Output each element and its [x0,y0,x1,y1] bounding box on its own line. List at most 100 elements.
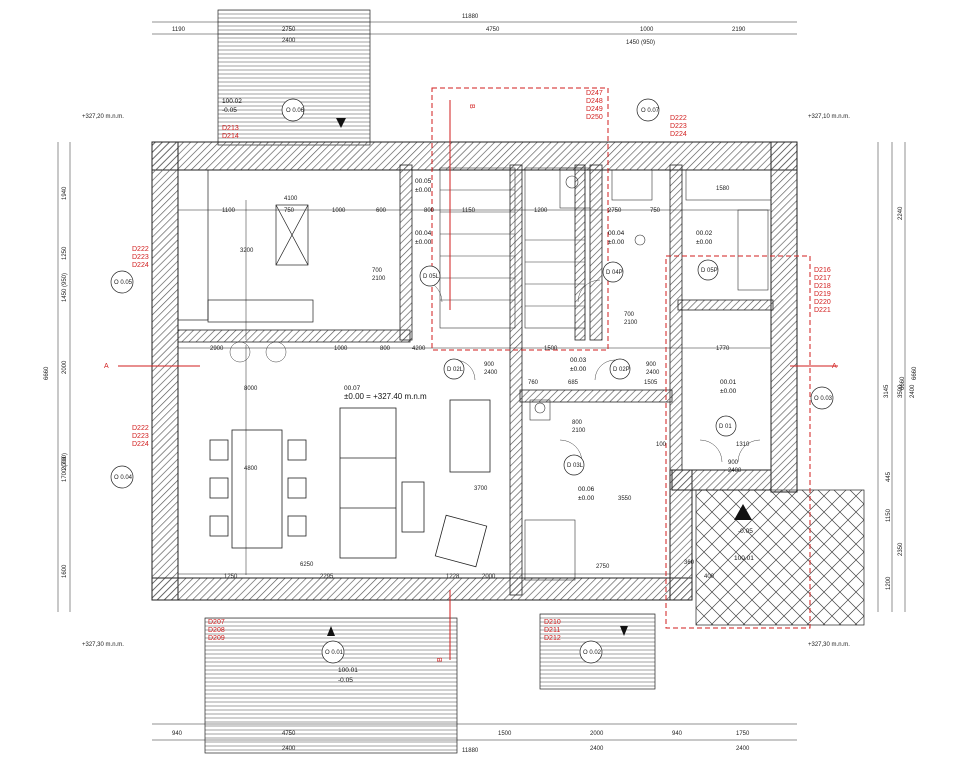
bottom-chain-dim: 2000 [590,731,604,737]
inner-dim: 100 [656,442,667,448]
bottom-chain-dim: 4750 [282,731,296,737]
inner-dim: 3550 [618,496,632,502]
stair [439,167,586,329]
bottom-sub-dim: 2400 [590,746,604,752]
inner-dim: 2900 [210,346,224,352]
inner-dim: 2000 [482,574,496,580]
right-chain-dim: 445 [886,471,892,482]
door-group-top-mid: D248 [586,98,603,105]
door-group-bottom-mid: D210 [544,619,561,626]
outside-entry-code: 100.01 [734,555,754,562]
door-swings [229,279,761,463]
outside-bottom-level: -0.05 [338,677,353,684]
top-chain-dim: 1190 [172,27,186,33]
opening-tag-label: O 0.03 [814,396,833,402]
room-level: ±0.00 [570,366,587,373]
bottom-sub-dim: 2400 [736,746,750,752]
door-group-left-lower: D222 [132,425,149,432]
level-bottom-right: +327,30 m.n.m. [808,642,850,648]
inner-dim: 1250 [224,574,238,580]
section-markers [118,87,838,660]
bottom-chain-dim: 1750 [736,731,750,737]
top-stair-dim: 2400 [282,38,296,44]
door-group-top-right: D222 [670,115,687,122]
right-chain-dim: 1150 [886,508,892,522]
inner-dim: 1310 [736,442,750,448]
door-tag-label: D 03L [567,463,584,469]
door-height: 2100 [572,428,586,434]
inner-dim: 3700 [474,486,488,492]
left-chain-dim: 1450 (950) [62,273,68,302]
inner-dim: 1580 [716,186,730,192]
top-chain-dim: 4750 [486,27,500,33]
inner-dim: 1500 [544,346,558,352]
door-tags [419,259,737,476]
outside-top-code: 100.02 [222,98,242,105]
right-chain-dim: 2400 [910,384,916,398]
door-group-left-upper: D223 [132,254,149,261]
outside-entry-level: -0.05 [738,528,753,535]
door-group-bottom-left: D208 [208,627,225,634]
inner-dim: 360 [684,560,695,566]
left-chain-dim: 2000 [62,456,68,470]
bottom-sub-dim: 2400 [282,746,296,752]
door-width: 800 [572,420,583,426]
inner-dim: 2750 [596,564,610,570]
top-chain-dim: 2750 [282,27,296,33]
door-group-left-upper: D224 [132,262,149,269]
inner-dim: 1100 [222,208,236,214]
door-width: 900 [484,362,495,368]
level-bottom-left: +327,30 m.n.m. [82,642,124,648]
overall-dim-bottom: 11880 [462,748,479,754]
left-chain-dim: 1940 [62,186,68,200]
outside-bottom-code: 100.01 [338,667,358,674]
door-group-right: D220 [814,299,831,306]
door-width: 900 [728,460,739,466]
dining-table [209,429,307,549]
door-tag-label: D 02P [613,367,630,373]
dimension-lines [57,21,906,741]
door-group-top-right: D223 [670,123,687,130]
door-group-right: D218 [814,283,831,290]
door-tag-label: D 04P [606,270,623,276]
inner-dim: 1505 [644,380,658,386]
door-group-top-mid: D250 [586,114,603,121]
exterior-walls [151,141,798,601]
inner-dim: 8000 [244,386,258,392]
inner-dim: 600 [376,208,387,214]
room-level: ±0.00 [578,495,595,502]
door-height: 2400 [484,370,498,376]
door-group-left-upper: D222 [132,246,149,253]
inner-dim: 6250 [300,562,314,568]
overall-dim-top: 11880 [462,14,479,20]
bottom-chain-dim: 940 [172,731,183,737]
inner-dim: 800 [380,346,391,352]
inner-dim: 4100 [284,196,298,202]
right-chain-dim: 2240 [898,206,904,220]
bottom-chain-dim: 940 [672,731,683,737]
top-chain-dim: 1000 [640,27,654,33]
top-stair-deck [217,9,371,146]
tiled-porch [695,489,865,626]
sofa [339,399,491,568]
room-code: 00.04 [415,230,432,237]
room-level: ±0.00 [415,239,432,246]
section-a-right: A [832,363,837,370]
door-tag-label: D 01 [719,424,732,430]
door-group-bottom-left: D207 [208,619,225,626]
door-group-top-right: D224 [670,131,687,138]
level-top-left: +327,20 m.n.m. [82,114,124,120]
door-group-bottom-mid: D211 [544,627,560,634]
inner-dim: 4200 [412,346,426,352]
inner-dim: 750 [650,208,661,214]
opening-tags [110,98,834,664]
inner-dim: 1770 [716,346,730,352]
inner-dim: 800 [424,208,435,214]
inner-dim: 1000 [334,346,348,352]
door-group-top-left: D213 [222,125,239,132]
door-group-bottom-left: D209 [208,635,225,642]
room-code: 00.04 [608,230,625,237]
inner-dim: 3200 [240,248,254,254]
room-level: ±0.00 [720,388,737,395]
room-code: 00.07 [344,385,361,392]
